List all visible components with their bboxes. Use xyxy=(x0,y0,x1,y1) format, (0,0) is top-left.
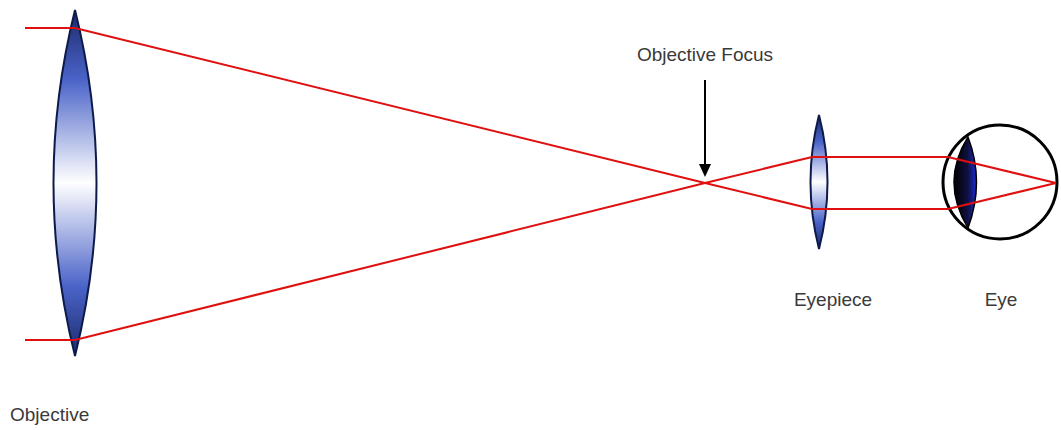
eye-lens xyxy=(954,137,977,228)
light-rays xyxy=(25,28,1056,340)
objective-lens xyxy=(54,10,97,356)
eye-label: Eye xyxy=(985,290,1018,311)
eyepiece-lens xyxy=(811,115,828,249)
light-ray xyxy=(25,28,1056,209)
eye-ball xyxy=(943,125,1057,239)
focus-label: Objective Focus xyxy=(637,45,773,66)
eyepiece-label: Eyepiece xyxy=(794,290,872,311)
light-ray xyxy=(25,157,1056,340)
objective-label: Objective xyxy=(10,405,89,426)
leader-arrowhead xyxy=(699,164,711,177)
leader-line xyxy=(704,80,706,166)
